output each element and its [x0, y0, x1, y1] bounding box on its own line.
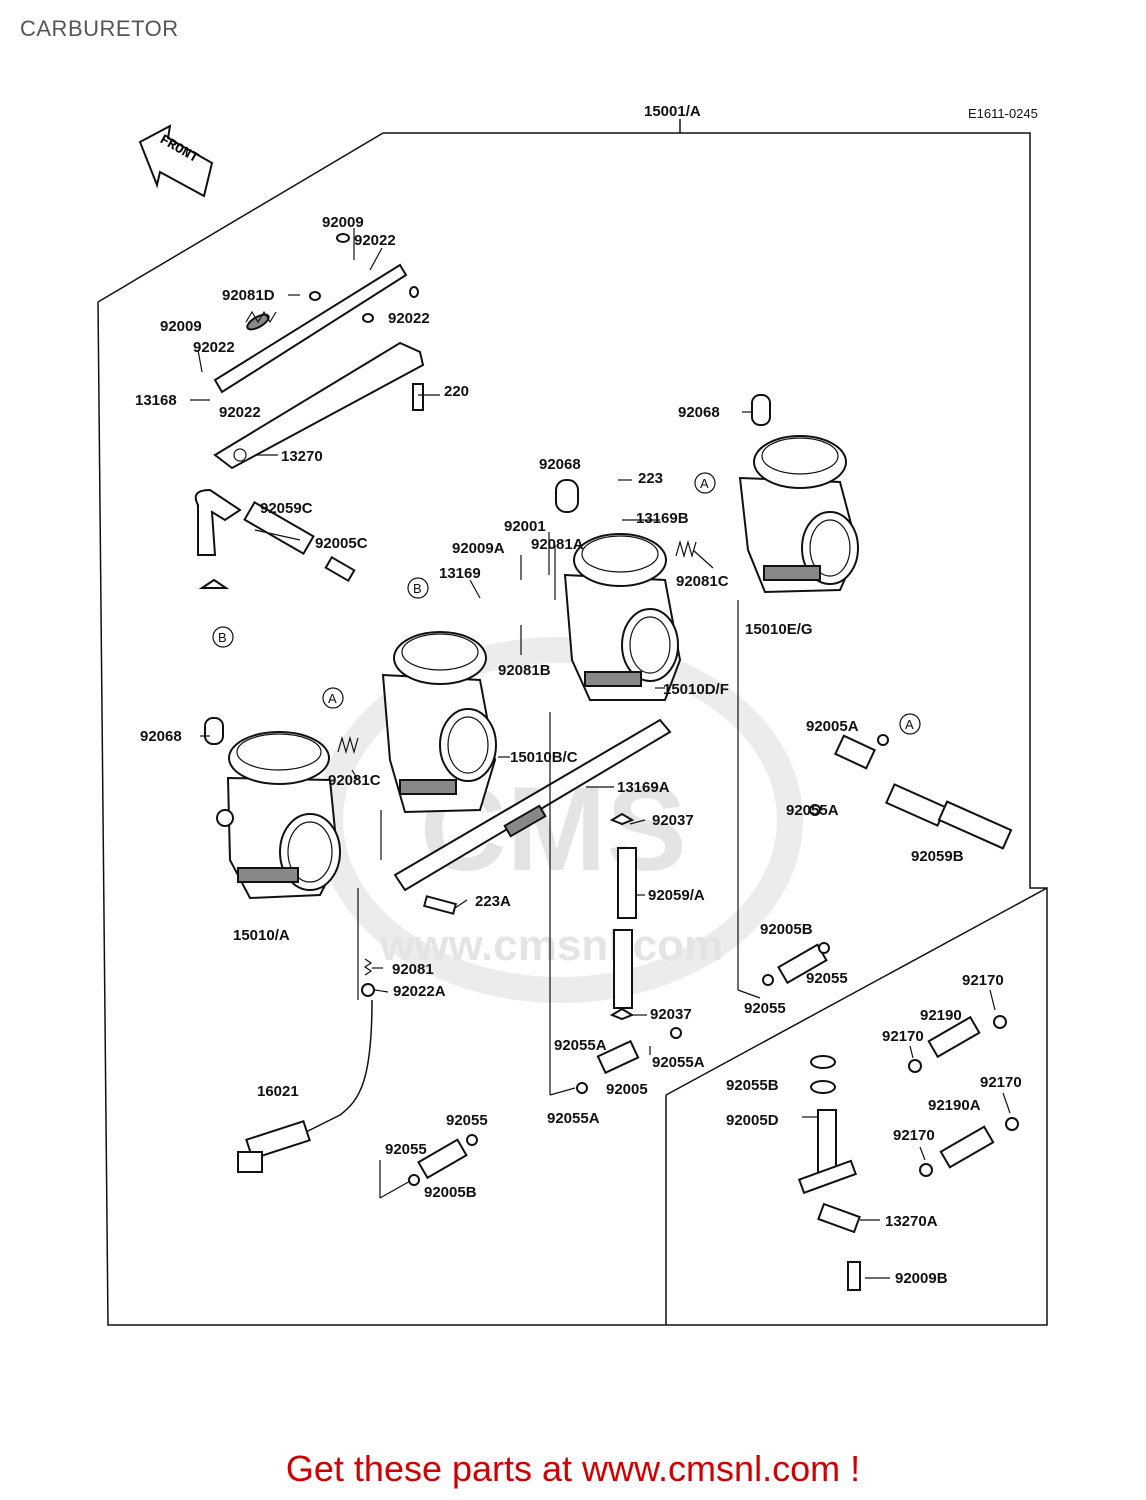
label-92055-right-2: 92055	[744, 1000, 786, 1017]
label-92009B: 92009B	[895, 1270, 948, 1287]
watermark-url: www.cmsnl.com	[379, 921, 723, 970]
hoses	[194, 394, 1013, 1180]
label-92037-bottom: 92037	[650, 1006, 692, 1023]
label-92022A: 92022A	[393, 983, 446, 1000]
label-92190A: 92190A	[928, 1097, 981, 1114]
reference-code: E1611-0245	[968, 106, 1038, 121]
label-92170-3: 92170	[980, 1074, 1022, 1091]
label-92081C-top-right: 92081C	[676, 573, 729, 590]
callout-b2: B	[218, 630, 227, 645]
carburetor-15010A	[216, 731, 341, 900]
label-13169A: 13169A	[617, 779, 670, 796]
label-15001A: 15001/A	[644, 103, 701, 120]
label-92055-bottom-2: 92055	[385, 1141, 427, 1158]
label-92022-top: 92022	[354, 232, 396, 249]
label-92081A: 92081A	[531, 536, 584, 553]
throttle-cable-16021	[237, 999, 373, 1173]
label-15010EG: 15010E/G	[745, 621, 813, 638]
label-15010BC: 15010B/C	[510, 749, 578, 766]
label-92005B-right: 92005B	[760, 921, 813, 938]
label-223: 223	[638, 470, 663, 487]
label-92037-top: 92037	[652, 812, 694, 829]
carb-link-bracket-13169A	[393, 718, 672, 892]
label-13270A: 13270A	[885, 1213, 938, 1230]
label-92081D: 92081D	[222, 287, 275, 304]
label-92170-2: 92170	[882, 1028, 924, 1045]
callout-a1: A	[700, 476, 709, 491]
footer-promo-link[interactable]: Get these parts at www.cmsnl.com !	[285, 1448, 861, 1489]
label-92055-right-1: 92055	[806, 970, 848, 987]
label-92059C: 92059C	[260, 500, 313, 517]
label-13169: 13169	[439, 565, 481, 582]
label-92068-top-right: 92068	[678, 404, 720, 421]
label-92170-4: 92170	[893, 1127, 935, 1144]
label-92081B: 92081B	[498, 662, 551, 679]
callout-b1: B	[413, 581, 422, 596]
label-223A: 223A	[475, 893, 511, 910]
carburetor-15010BC	[381, 631, 497, 814]
label-92059A: 92059/A	[648, 887, 705, 904]
label-92005: 92005	[606, 1081, 648, 1098]
label-92081: 92081	[392, 961, 434, 978]
page-title: CARBURETOR	[20, 16, 179, 41]
label-92055B: 92055B	[726, 1077, 779, 1094]
label-92009A: 92009A	[452, 540, 505, 557]
leader-lines	[190, 228, 1011, 1279]
label-92022-left: 92022	[193, 339, 235, 356]
assembly-frame	[97, 119, 1048, 1326]
label-92055A-1: 92055A	[554, 1037, 607, 1054]
label-92170-1: 92170	[962, 972, 1004, 989]
label-92055A-3: 92055A	[547, 1110, 600, 1127]
label-13168: 13168	[135, 392, 177, 409]
label-92059B: 92059B	[911, 848, 964, 865]
callout-a2: A	[328, 691, 337, 706]
label-92005D: 92005D	[726, 1112, 779, 1129]
label-92068-middle: 92068	[539, 456, 581, 473]
label-15010DF: 15010D/F	[663, 681, 729, 698]
label-92190: 92190	[920, 1007, 962, 1024]
fuel-fittings	[324, 555, 876, 1291]
label-16021: 16021	[257, 1083, 299, 1100]
fuel-rail-bracket	[213, 233, 425, 470]
label-92009-left: 92009	[160, 318, 202, 335]
carburetor-15010DF	[563, 533, 682, 701]
label-15010A: 15010/A	[233, 927, 290, 944]
label-92022-right: 92022	[388, 310, 430, 327]
label-13169B: 13169B	[636, 510, 689, 527]
callout-circles: A A A B B	[212, 472, 921, 735]
label-92022-bottom: 92022	[219, 404, 261, 421]
label-220: 220	[444, 383, 469, 400]
label-92068-left: 92068	[140, 728, 182, 745]
part-number-labels: 15001/A 92009 92022 92081D 92022 92009 9…	[135, 103, 1022, 1287]
label-92055-bottom-1: 92055	[446, 1112, 488, 1129]
label-92005A: 92005A	[806, 718, 859, 735]
carburetor-exploded-diagram: CMS www.cmsnl.com E1611-0245 FRONT	[97, 103, 1048, 1326]
label-92001: 92001	[504, 518, 546, 535]
label-13270: 13270	[281, 448, 323, 465]
carburetor-15010EG	[738, 435, 860, 594]
label-92005C: 92005C	[315, 535, 368, 552]
label-92009-top: 92009	[322, 214, 364, 231]
callout-a3: A	[905, 717, 914, 732]
label-92005B-bottom: 92005B	[424, 1184, 477, 1201]
label-92081C-left: 92081C	[328, 772, 381, 789]
clamps-and-washers	[198, 578, 1019, 1186]
springs	[245, 310, 697, 976]
label-92055A-2: 92055A	[652, 1054, 705, 1071]
front-arrow-icon: FRONT	[138, 124, 214, 198]
label-92055A-right: 92055A	[786, 802, 839, 819]
